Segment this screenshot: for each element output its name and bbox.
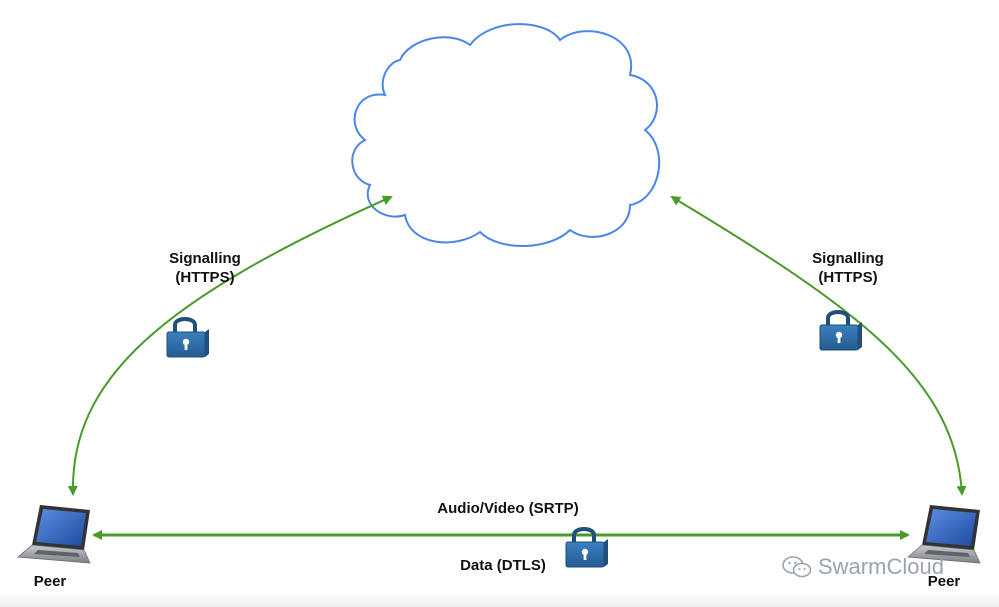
data-label-text: Data (DTLS) — [460, 557, 546, 574]
signalling-right-line2: (HTTPS) — [818, 269, 878, 286]
bottom-band — [0, 592, 999, 607]
signalling-right-arrow — [670, 195, 967, 496]
peer-right-text: Peer — [927, 573, 961, 590]
peer-left-text: Peer — [33, 573, 67, 590]
laptop-icon-left — [17, 505, 91, 564]
watermark: SwarmCloud — [782, 554, 944, 580]
laptop-icon-right — [907, 505, 981, 564]
media-label-text: Audio/Video (SRTP) — [437, 500, 579, 517]
wechat-icon — [782, 556, 812, 578]
watermark-text: SwarmCloud — [818, 554, 944, 579]
signalling-left-line1: Signalling — [169, 250, 241, 267]
signalling-right-line1: Signalling — [812, 250, 884, 267]
signalling-right-label: Signalling (HTTPS) — [793, 249, 903, 287]
lock-icon-right — [819, 310, 862, 351]
peer-right-label: Peer — [914, 572, 974, 591]
signalling-left-line2: (HTTPS) — [175, 269, 235, 286]
cloud-shape — [351, 23, 661, 248]
peer-left-label: Peer — [20, 572, 80, 591]
media-label: Audio/Video (SRTP) — [408, 499, 608, 518]
signalling-left-arrow — [67, 195, 393, 496]
lock-icon-left — [166, 317, 209, 358]
data-label: Data (DTLS) — [438, 556, 568, 575]
lock-icon-center — [565, 527, 608, 568]
signalling-left-label: Signalling (HTTPS) — [150, 249, 260, 287]
